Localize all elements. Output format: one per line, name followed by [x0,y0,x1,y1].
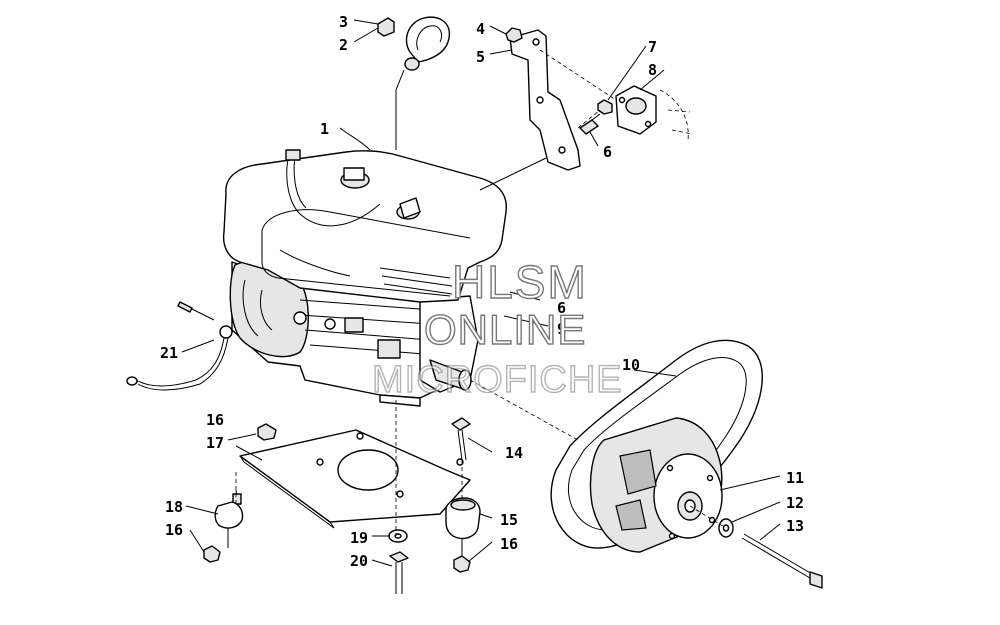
callout-7: 7 [648,38,657,56]
callout-5: 5 [476,48,485,66]
callout-13: 13 [786,517,804,535]
nut-part-7 [597,99,613,115]
mount-part-8 [615,85,657,135]
leader-lines [181,19,781,567]
isolator-part-18 [214,489,244,548]
isolator-part-15 [445,497,481,556]
callout-8: 8 [648,61,657,79]
bolt-part-6 [579,113,601,135]
watermark: HLSM ONLINE MICROFICHE [371,255,623,401]
watermark-line-2: ONLINE [424,306,586,353]
callout-11: 11 [786,469,804,487]
callout-3: 3 [339,13,348,31]
callout-2: 2 [339,36,348,54]
callout-9: 9 [557,320,566,338]
callout-4: 4 [476,20,485,38]
nut-part-16-bottom [453,555,471,573]
watermark-line-1: HLSM [452,256,588,308]
callout-labels: 1 2 3 4 5 6 7 8 6 9 10 11 12 13 14 15 16… [160,13,804,570]
engine-assembly [222,149,507,407]
callout-16-bottom: 16 [500,535,518,553]
bolt-part-14 [451,417,471,461]
nut-part-4 [505,27,523,43]
bolt-part-20 [389,551,409,594]
ground-wire [126,301,233,391]
mount-plate [239,429,471,529]
nut-part-16-top [257,423,277,441]
washer-part-19 [388,529,408,543]
callout-12: 12 [786,494,804,512]
primer-handle [404,16,451,71]
callout-20: 20 [350,552,368,570]
callout-14: 14 [505,444,523,462]
callout-16-left: 16 [165,521,183,539]
callout-6-top: 6 [603,143,612,161]
callout-16-top: 16 [206,411,224,429]
callout-18: 18 [165,498,183,516]
bolt-part-13 [741,533,823,589]
callout-21: 21 [160,344,178,362]
callout-17: 17 [206,434,224,452]
callout-1: 1 [320,120,329,138]
watermark-line-3: MICROFICHE [372,359,623,401]
callout-10: 10 [622,356,640,374]
drive-clutch [589,417,723,553]
callout-15: 15 [500,511,518,529]
callout-19: 19 [350,529,368,547]
clip-part [377,17,395,37]
callout-6-mid: 6 [557,299,566,317]
nut-part-16-left [203,545,221,563]
mount-bracket [509,29,581,171]
